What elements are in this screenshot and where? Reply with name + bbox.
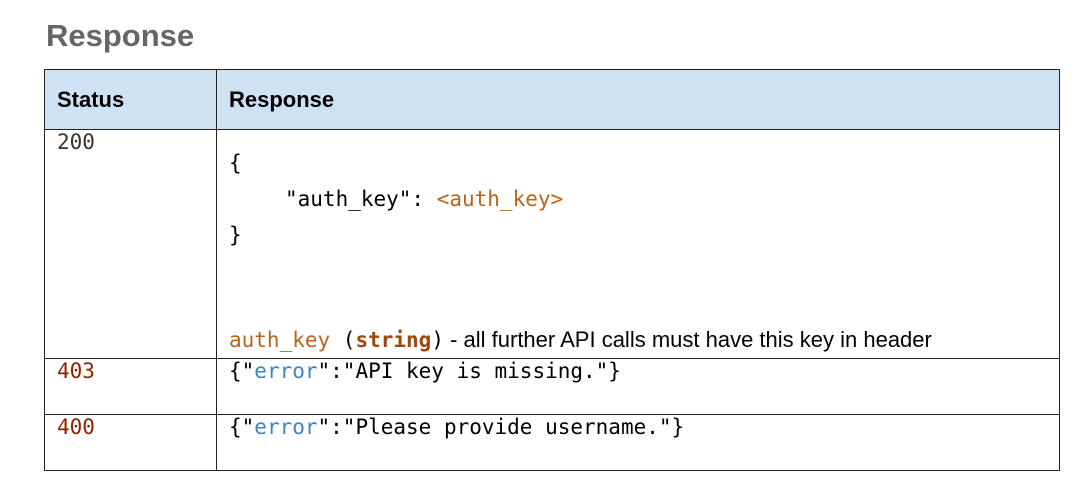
json-key-text: "auth_key": <box>285 187 437 211</box>
response-body: {"error":"API key is missing."} <box>216 358 1060 415</box>
response-body: { "auth_key": <auth_key> } auth_key (str… <box>216 129 1060 359</box>
json-key: error <box>254 415 318 439</box>
code-close-brace: } <box>229 223 242 247</box>
json-key: error <box>254 359 318 383</box>
json-suffix: ":"Please provide username."} <box>317 415 685 439</box>
table-row: 400 {"error":"Please provide username."} <box>44 414 1060 471</box>
json-value-placeholder: <auth_key> <box>436 187 564 211</box>
response-table: Status Response 200 { "auth_key": <auth_… <box>44 69 1060 471</box>
code-key-line: "auth_key": <auth_key> <box>229 181 1047 217</box>
desc-paren-open: ( <box>330 328 356 352</box>
status-code: 200 <box>44 129 217 359</box>
status-code: 400 <box>44 414 217 471</box>
json-prefix: {" <box>229 359 255 383</box>
desc-paren-close: ) <box>431 328 444 352</box>
code-open-brace: { <box>229 151 242 175</box>
json-suffix: ":"API key is missing."} <box>317 359 621 383</box>
section-heading: Response <box>46 18 195 53</box>
response-body: {"error":"Please provide username."} <box>216 414 1060 471</box>
field-description: auth_key (string) - all further API call… <box>229 325 1047 356</box>
status-column-header: Status <box>44 69 217 130</box>
desc-field-name: auth_key <box>229 328 331 352</box>
desc-text: - all further API calls must have this k… <box>443 327 932 352</box>
response-column-header: Response <box>216 69 1060 130</box>
status-code: 403 <box>44 358 217 415</box>
desc-field-type: string <box>355 328 432 352</box>
table-header-row: Status Response <box>44 69 1060 130</box>
json-prefix: {" <box>229 415 255 439</box>
table-row: 403 {"error":"API key is missing."} <box>44 358 1060 415</box>
table-row: 200 { "auth_key": <auth_key> } auth_key … <box>44 129 1060 359</box>
